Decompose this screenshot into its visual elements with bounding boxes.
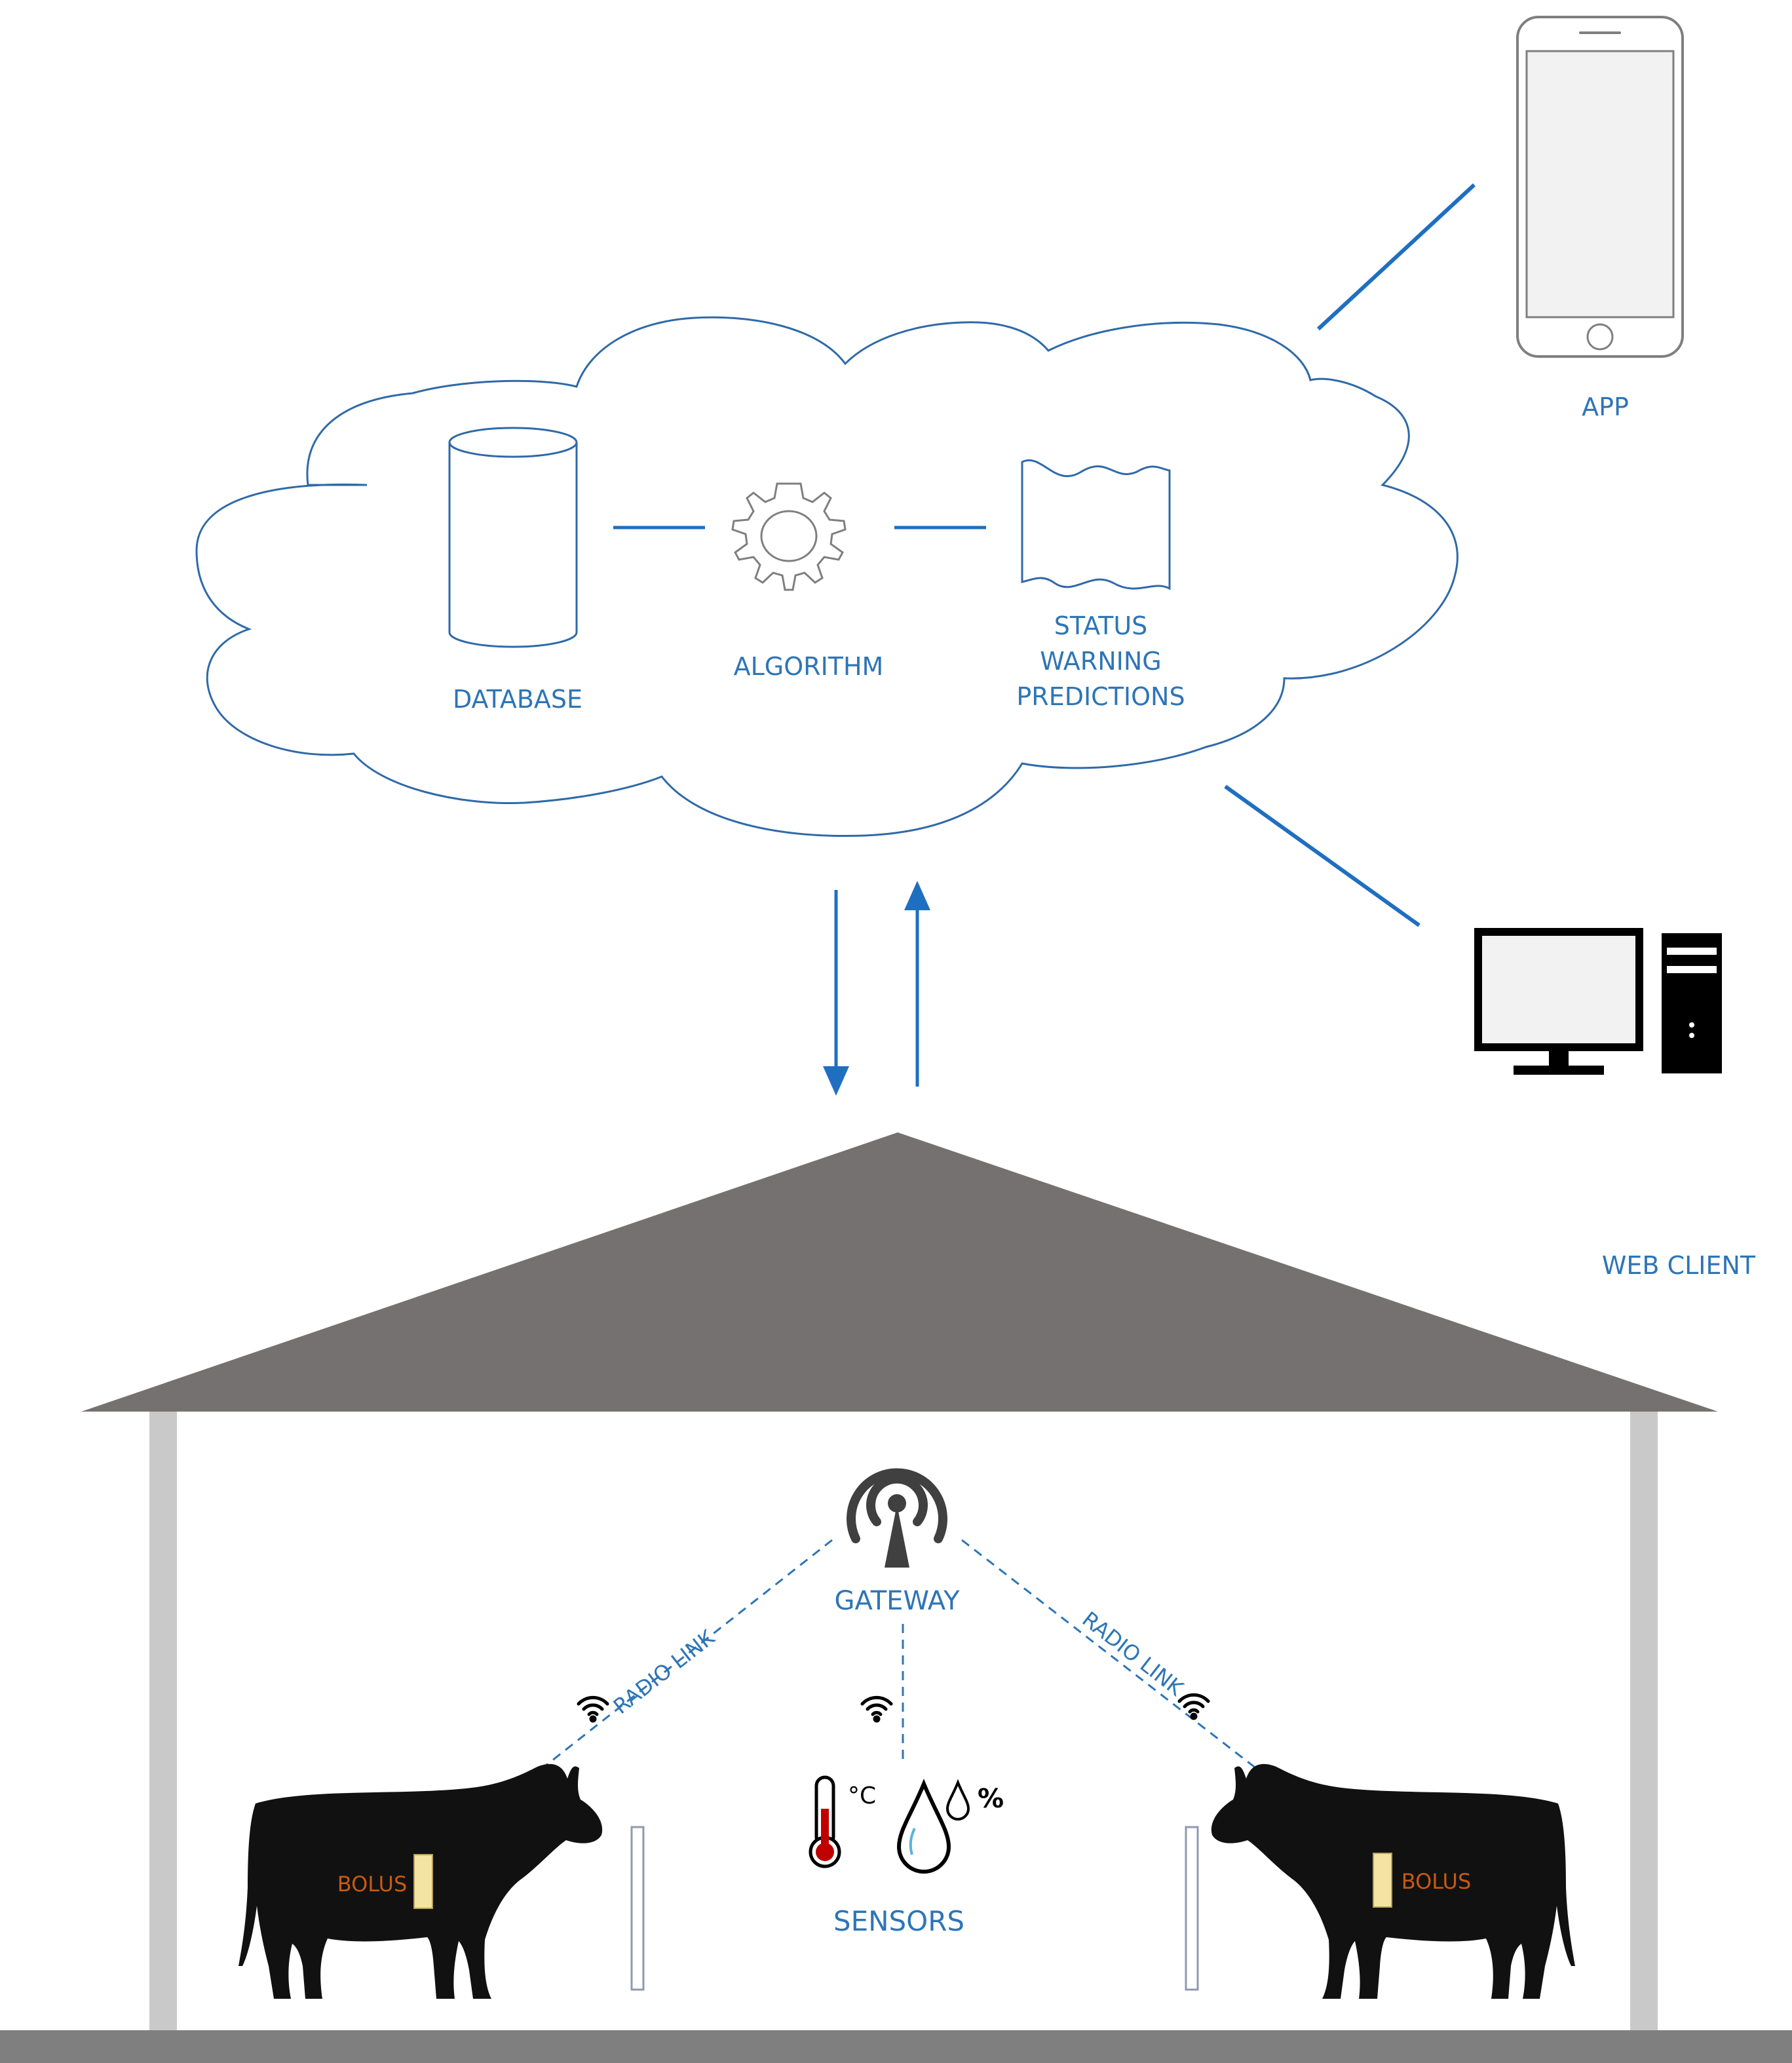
smartphone-icon bbox=[1516, 16, 1684, 358]
app-label: APP bbox=[1582, 393, 1629, 421]
sensors-label: SENSORS bbox=[833, 1905, 964, 1937]
desktop-computer-icon bbox=[1474, 928, 1722, 1075]
wifi-icon bbox=[577, 1695, 609, 1723]
thermometer-icon bbox=[809, 1775, 841, 1868]
barn-roof bbox=[81, 1132, 1718, 1412]
status-label-line-2: WARNING bbox=[1040, 647, 1161, 676]
cloud-webclient-link bbox=[1224, 784, 1420, 927]
wifi-icon bbox=[860, 1695, 893, 1723]
web-client-label: WEB CLIENT bbox=[1602, 1251, 1756, 1280]
water-drop-icon bbox=[896, 1779, 970, 1874]
status-label-line-1: STATUS bbox=[1054, 611, 1148, 640]
bolus-right-label: BOLUS bbox=[1401, 1869, 1472, 1894]
radio-link-left-label: RADIO LINK bbox=[609, 1625, 720, 1719]
barn-right-pillar bbox=[1630, 1412, 1658, 2030]
radio-link-right-label: RADIO LINK bbox=[1077, 1607, 1189, 1701]
bolus-right-capsule bbox=[1373, 1853, 1392, 1908]
gear-icon bbox=[731, 482, 847, 591]
bolus-left-capsule bbox=[413, 1854, 433, 1909]
database-label: DATABASE bbox=[453, 685, 582, 714]
antenna-broadcast-icon bbox=[847, 1468, 947, 1568]
wifi-icon bbox=[1177, 1693, 1210, 1720]
database-cylinder-icon bbox=[448, 427, 578, 648]
algorithm-label: ALGORITHM bbox=[734, 652, 884, 681]
temperature-unit: °C bbox=[848, 1783, 876, 1809]
barn-left-pillar bbox=[149, 1412, 177, 2030]
bolus-left-label: BOLUS bbox=[337, 1872, 408, 1897]
cloud bbox=[195, 316, 1458, 837]
document-wave-icon bbox=[1021, 459, 1171, 590]
stall-dividers bbox=[630, 1826, 1199, 1991]
humidity-unit: % bbox=[978, 1784, 1004, 1814]
barn-floor bbox=[0, 2030, 1792, 2063]
cow-silhouette-icon bbox=[1211, 1764, 1575, 1999]
gateway-label: GATEWAY bbox=[834, 1586, 960, 1616]
status-label-line-3: PREDICTIONS bbox=[1016, 682, 1185, 711]
cloud-app-link bbox=[1316, 183, 1476, 331]
